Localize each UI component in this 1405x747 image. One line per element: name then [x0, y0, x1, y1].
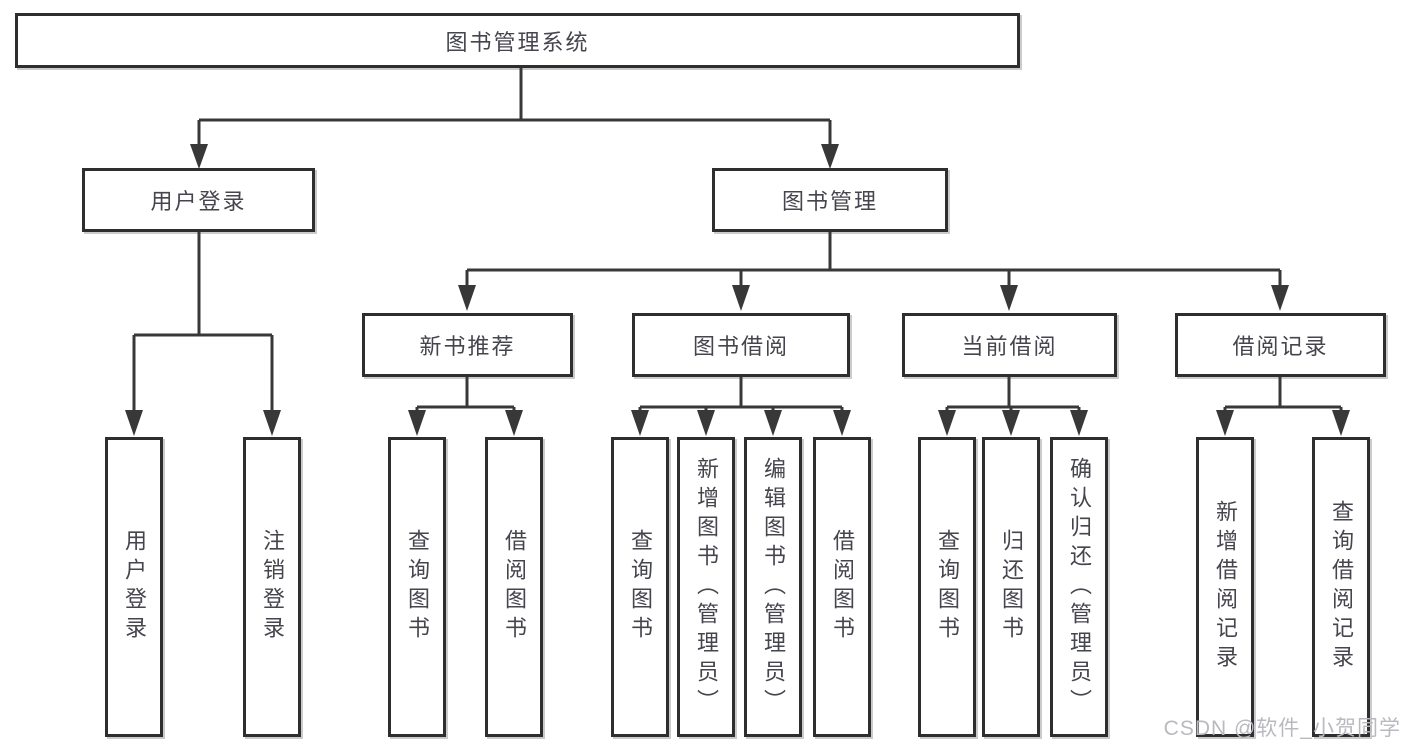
leaf-query-book-borrow: 查询图书	[611, 437, 669, 737]
leaf-confirm-return-admin: 确认归还（管理员）	[1050, 437, 1108, 737]
leaf-add-borrow-record: 新增借阅记录	[1196, 437, 1254, 737]
leaf-return-book: 归还图书	[982, 437, 1040, 737]
leaf-add-book-admin: 新增图书（管理员）	[677, 437, 735, 737]
leaf-user-login: 用户登录	[105, 437, 163, 737]
node-current-borrow: 当前借阅	[902, 313, 1117, 377]
watermark: CSDN @软件_小贺同学	[1163, 717, 1401, 740]
connector-borrow-records-to-leaves	[1216, 377, 1350, 436]
leaf-query-book-current: 查询图书	[918, 437, 976, 737]
node-book-borrow: 图书借阅	[632, 313, 850, 377]
node-root-system: 图书管理系统	[15, 13, 1020, 68]
node-new-book-recommend: 新书推荐	[362, 313, 573, 377]
leaf-query-book-recommend: 查询图书	[388, 437, 446, 737]
leaf-query-borrow-record: 查询借阅记录	[1312, 437, 1370, 737]
connector-book-borrow-to-leaves	[631, 377, 851, 436]
leaf-logout: 注销登录	[243, 437, 301, 737]
connector-root-to-level2	[190, 68, 839, 169]
node-user-login: 用户登录	[82, 168, 315, 232]
leaf-borrow-book-recommend: 借阅图书	[485, 437, 543, 737]
connector-book-management-to-level3	[458, 232, 1289, 311]
leaf-edit-book-admin: 编辑图书（管理员）	[744, 437, 802, 737]
node-borrow-records: 借阅记录	[1175, 313, 1386, 377]
node-book-management: 图书管理	[712, 168, 948, 232]
connector-current-borrow-to-leaves	[938, 377, 1088, 436]
leaf-borrow-book-borrow: 借阅图书	[813, 437, 871, 737]
connector-new-book-recommend-to-leaves	[408, 377, 523, 436]
connector-user-login-to-leaves	[125, 232, 281, 436]
